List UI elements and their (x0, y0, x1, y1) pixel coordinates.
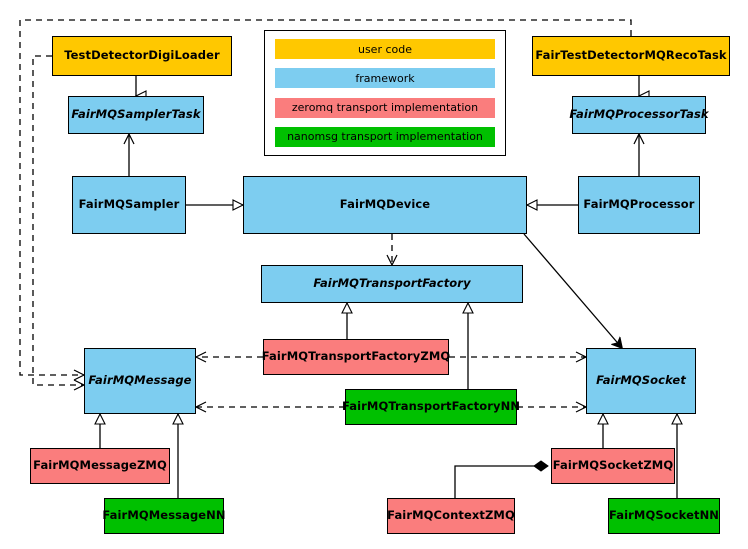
legend-label-user-code: user code (357, 42, 413, 56)
class-node-fairmqsamplertask[interactable]: FairMQSamplerTask (68, 96, 204, 134)
legend-label-framework: framework (355, 71, 415, 85)
class-label: FairMQSocket (596, 373, 686, 388)
class-node-fairmqprocessor[interactable]: FairMQProcessor (578, 176, 700, 234)
class-label: TestDetectorDigiLoader (64, 48, 220, 63)
class-node-fairtestdetectormqrecotask[interactable]: FairTestDetectorMQRecoTask (532, 36, 730, 76)
class-label: FairMQMessageZMQ (33, 458, 167, 473)
class-node-fairmqtransportfactory[interactable]: FairMQTransportFactory (261, 265, 523, 303)
legend-label-nanomsg: nanomsg transport implementation (287, 130, 483, 144)
legend-label-zeromq: zeromq transport implementation (291, 101, 479, 115)
class-label: FairMQMessage (88, 373, 192, 388)
class-label: FairMQTransportFactory (313, 276, 471, 291)
class-label: FairMQTransportFactoryZMQ (261, 349, 451, 364)
class-node-fairmqmessage[interactable]: FairMQMessage (84, 348, 196, 414)
class-label: FairMQMessageNN (102, 508, 226, 523)
class-node-fairmqmessagezmq[interactable]: FairMQMessageZMQ (30, 448, 170, 484)
legend-item-framework: framework (275, 68, 495, 89)
color-legend: user code framework zeromq transport imp… (264, 30, 506, 156)
class-label: FairMQSocketNN (608, 508, 720, 523)
class-node-fairmqtransportfactorynn[interactable]: FairMQTransportFactoryNN (341, 389, 521, 425)
class-node-fairmqtransportfactoryzmq[interactable]: FairMQTransportFactoryZMQ (261, 339, 451, 375)
edge-device-socket (523, 233, 622, 348)
class-node-fairmqsocket[interactable]: FairMQSocket (586, 348, 696, 414)
class-node-fairmqdevice[interactable]: FairMQDevice (243, 176, 527, 234)
legend-item-user-code: user code (275, 39, 495, 59)
class-node-testdetectordigiloader[interactable]: TestDetectorDigiLoader (52, 36, 232, 76)
class-label: FairMQSocketZMQ (552, 458, 674, 473)
class-label: FairMQProcessor (583, 197, 695, 212)
class-label: FairMQContextZMQ (387, 508, 515, 523)
class-node-fairmqsampler[interactable]: FairMQSampler (72, 176, 186, 234)
legend-item-nanomsg: nanomsg transport implementation (275, 126, 495, 147)
class-label: FairMQTransportFactoryNN (341, 399, 521, 414)
class-label: FairMQSampler (78, 197, 180, 212)
class-label: FairMQSamplerTask (71, 107, 201, 122)
class-node-fairmqsocketnn[interactable]: FairMQSocketNN (608, 498, 720, 534)
class-label: FairMQDevice (339, 197, 431, 212)
class-node-fairmqmessagenn[interactable]: FairMQMessageNN (102, 498, 226, 534)
class-label: FairMQProcessorTask (569, 107, 709, 122)
class-node-fairmqsocketzmq[interactable]: FairMQSocketZMQ (551, 448, 675, 484)
class-label: FairTestDetectorMQRecoTask (535, 48, 727, 63)
class-node-fairmqcontextzmq[interactable]: FairMQContextZMQ (387, 498, 515, 534)
legend-item-zeromq: zeromq transport implementation (275, 97, 495, 118)
class-node-fairmqprocessortask[interactable]: FairMQProcessorTask (569, 96, 709, 134)
edge-socketzmq-contextzmq (454, 460, 549, 498)
